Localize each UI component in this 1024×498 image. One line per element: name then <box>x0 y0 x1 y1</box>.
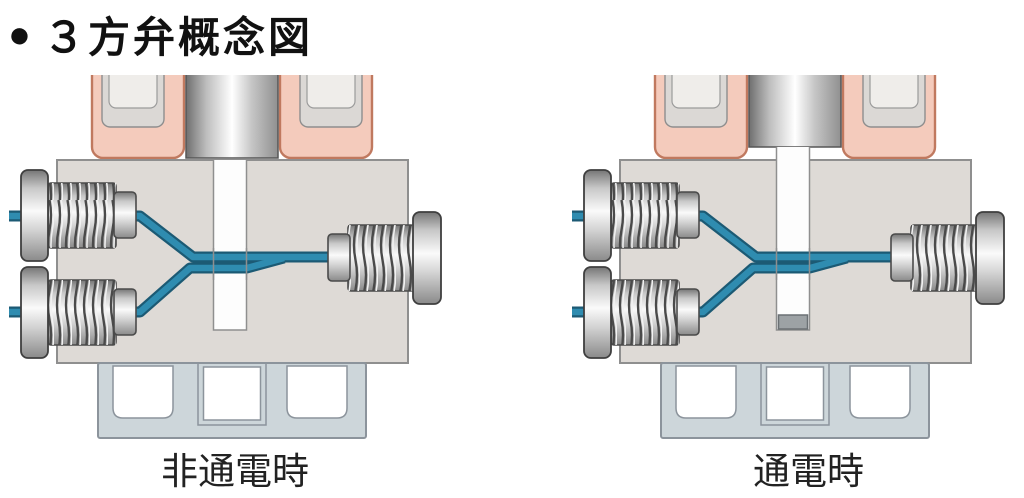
page-title: ３方弁概念図 <box>42 14 313 61</box>
caption-energized: 通電時 <box>753 451 864 492</box>
mounting-bracket <box>660 362 930 439</box>
diagram-de-energized <box>0 60 470 465</box>
thread-texture <box>48 280 116 345</box>
valve-seat-block <box>777 314 809 330</box>
slot-edge-overlay <box>775 248 811 280</box>
diagram-energized <box>563 60 1024 465</box>
bullet-icon: ● <box>8 13 31 56</box>
thread-texture <box>48 183 116 248</box>
solenoid-coil <box>90 75 374 160</box>
valve-drawing-de-energized <box>9 75 442 439</box>
thread-texture <box>911 225 977 291</box>
solenoid-coil <box>653 75 937 160</box>
figure-header: ● ３方弁概念図 <box>8 4 313 65</box>
inlet-fitting-upper <box>583 169 700 262</box>
mounting-bracket <box>97 362 367 439</box>
inlet-fitting-lower <box>20 266 137 359</box>
plunger-stem-slot <box>775 147 811 331</box>
plunger-stem-slot <box>212 160 248 331</box>
valve-drawing-energized <box>572 75 1005 439</box>
plunger-up <box>748 75 842 148</box>
inlet-fitting-lower <box>583 266 700 359</box>
thread-texture <box>348 225 414 291</box>
outlet-fitting <box>327 211 442 305</box>
plunger-down <box>185 75 279 159</box>
outlet-fitting <box>890 211 1005 305</box>
slot-edge-overlay <box>212 248 248 280</box>
thread-texture <box>611 183 679 248</box>
caption-de-energized: 非通電時 <box>161 451 309 492</box>
thread-texture <box>611 280 679 345</box>
inlet-fitting-upper <box>20 169 137 262</box>
